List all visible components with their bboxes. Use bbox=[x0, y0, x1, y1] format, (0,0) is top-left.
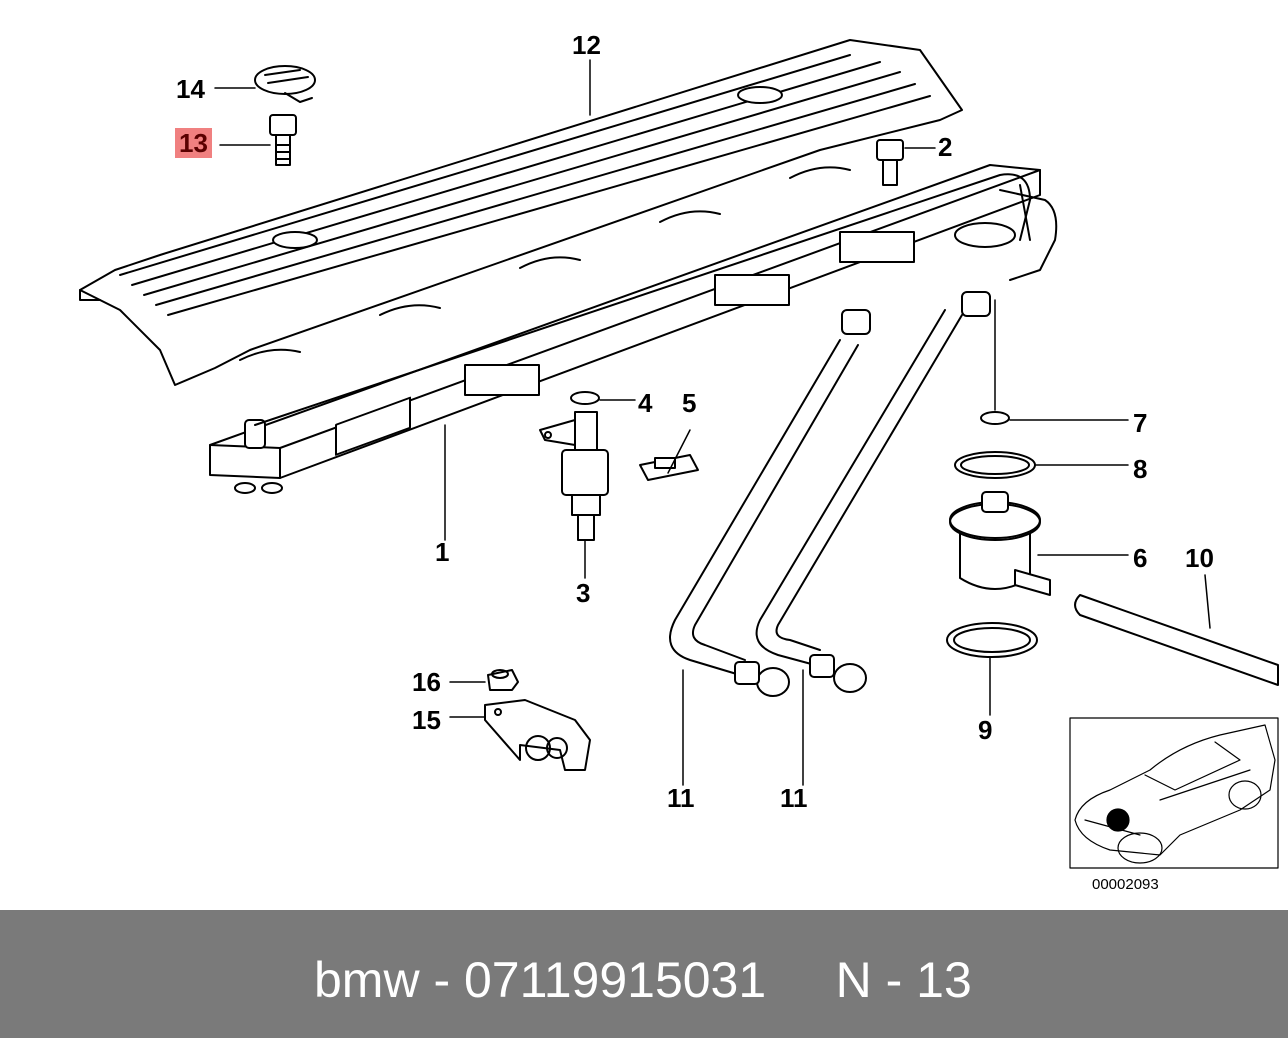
fuel-line-part-11a bbox=[669, 309, 871, 697]
injector-part-3 bbox=[539, 411, 609, 541]
seal-ring-part-7 bbox=[980, 411, 1010, 425]
bolt-part-13 bbox=[269, 114, 297, 166]
fuel-line-part-11b bbox=[755, 184, 1058, 693]
part-number-caption: bmw - 07119915031 N - 13 bbox=[314, 952, 972, 1008]
callout-1: 1 bbox=[435, 537, 450, 567]
clip-part-5 bbox=[639, 454, 699, 481]
callout-5: 5 bbox=[682, 388, 697, 418]
nut-part-16 bbox=[487, 669, 519, 691]
parts-diagram: 12 14 13 2 4 5 7 8 1 6 10 3 16 15 9 11 1… bbox=[79, 30, 1279, 893]
callout-9: 9 bbox=[978, 715, 993, 745]
leader-lines bbox=[214, 59, 1211, 786]
fuel-rail-part-1 bbox=[209, 164, 1041, 494]
callout-11-right: 11 bbox=[780, 783, 808, 813]
callout-14: 14 bbox=[176, 74, 205, 104]
cap-part-14 bbox=[254, 65, 316, 103]
callout-10: 10 bbox=[1185, 543, 1214, 573]
engine-cover-part-12 bbox=[79, 39, 963, 386]
diagram-reference-number: 00002093 bbox=[1092, 876, 1159, 893]
callout-2: 2 bbox=[938, 132, 953, 162]
callout-3: 3 bbox=[576, 578, 591, 608]
callout-7: 7 bbox=[1133, 408, 1148, 438]
callout-8: 8 bbox=[1133, 454, 1148, 484]
bolt-part-2 bbox=[876, 139, 904, 186]
callout-13-highlighted: 13 bbox=[175, 128, 212, 158]
location-marker bbox=[1106, 808, 1130, 832]
callout-16: 16 bbox=[412, 667, 441, 697]
o-ring-inner bbox=[960, 455, 1030, 475]
callout-4: 4 bbox=[638, 388, 653, 418]
pressure-regulator-part-6 bbox=[949, 491, 1051, 596]
hose-part-10 bbox=[1074, 594, 1279, 686]
callout-11-left: 11 bbox=[667, 783, 695, 813]
callout-15: 15 bbox=[412, 705, 441, 735]
callout-12: 12 bbox=[572, 30, 601, 60]
bracket-part-15 bbox=[484, 699, 591, 771]
circlip-part-9 bbox=[946, 622, 1038, 658]
footer-bar bbox=[0, 910, 1288, 1038]
exploded-view-illustration bbox=[79, 39, 1279, 869]
vehicle-location-inset bbox=[1069, 717, 1279, 869]
seal-ring-part-4 bbox=[570, 391, 600, 405]
callout-6: 6 bbox=[1133, 543, 1148, 573]
